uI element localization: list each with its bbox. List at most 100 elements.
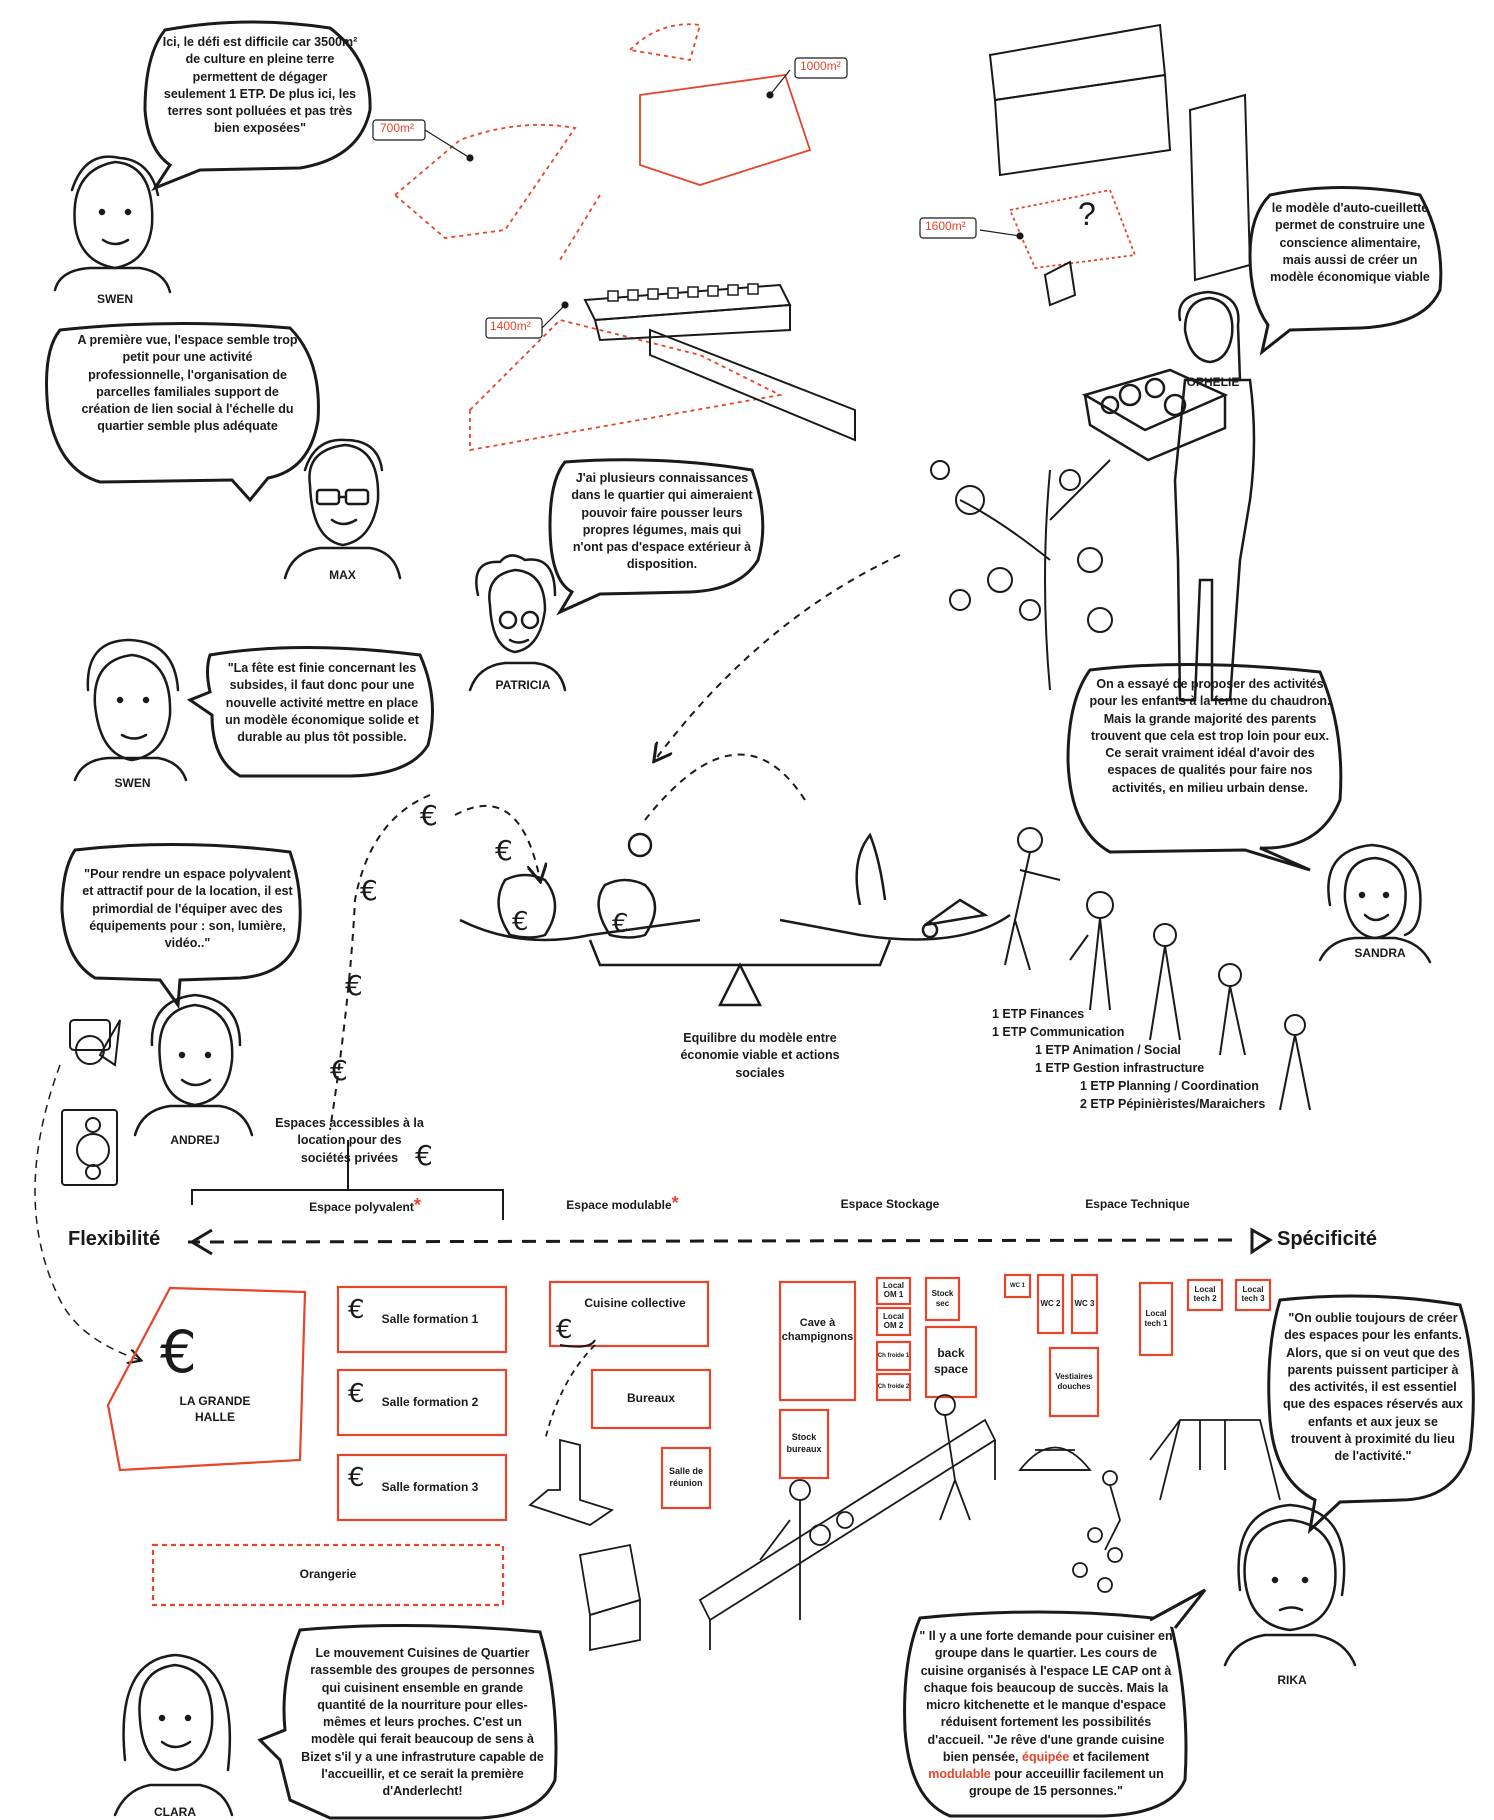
- room-local-tech-2: Local tech 2: [1193, 1285, 1217, 1303]
- name-max: MAX: [329, 568, 356, 582]
- ophelie-figure: [1081, 290, 1256, 702]
- axis-specificite: Spécificité: [1277, 1228, 1378, 1250]
- bubble-swen-1: [143, 20, 372, 192]
- axis-flexibilite: Flexibilité: [68, 1228, 161, 1250]
- plot-700: [393, 124, 577, 239]
- room-cave: Cave à champignons: [781, 1316, 854, 1343]
- category-stockage: Espace Stockage: [840, 1197, 940, 1211]
- svg-text:€: €: [345, 969, 363, 1002]
- plot-1600: [1008, 188, 1137, 269]
- bubble-sandra: [1066, 662, 1343, 872]
- name-swen-1: SWEN: [97, 292, 133, 306]
- name-andrej: ANDREJ: [170, 1133, 220, 1147]
- euro-symbols: € € € € € €: [330, 799, 513, 1172]
- room-ch-froide-2: Ch froide 2: [877, 1383, 910, 1390]
- room-local-tech-3: Local tech 3: [1241, 1285, 1265, 1303]
- room-back-space: back space: [933, 1346, 969, 1376]
- clara-avatar: [113, 1653, 234, 1817]
- room-stock-bureaux: Stock bureaux: [786, 1432, 822, 1454]
- bubble-rika: [1267, 1294, 1475, 1535]
- svg-text:€: €: [160, 1318, 197, 1386]
- bubble-swen-2: [186, 646, 434, 778]
- name-rika: RIKA: [1277, 1673, 1307, 1687]
- category-polyvalent: Espace polyvalent*: [309, 1195, 421, 1215]
- room-local-tech-1: Local tech 1: [1144, 1308, 1168, 1328]
- room-salle-3: Salle formation 3: [381, 1480, 479, 1495]
- rika-avatar: [1223, 1503, 1357, 1667]
- etp-item-1: 1 ETP Finances: [992, 1007, 1085, 1021]
- swen-2-avatar: [73, 638, 188, 782]
- svg-text:€: €: [348, 1295, 365, 1325]
- name-ophelie: OPHELIE: [1186, 375, 1240, 389]
- room-salle-2: Salle formation 2: [381, 1395, 479, 1410]
- room-local-om2: Local OM 2: [883, 1311, 904, 1330]
- svg-text:€: €: [612, 909, 629, 939]
- balance-caption: Equilibre du modèle entre économie viabl…: [680, 1031, 840, 1080]
- max-avatar: [283, 438, 402, 580]
- etp-item-3: 1 ETP Animation / Social: [1035, 1043, 1181, 1057]
- bubble-patricia: [548, 458, 765, 616]
- name-patricia: PATRICIA: [495, 678, 551, 692]
- room-wc-3: WC 3: [1074, 1298, 1095, 1308]
- bubble-clara: [257, 1623, 558, 1820]
- room-salle-1: Salle formation 1: [381, 1312, 479, 1327]
- bubble-rika-text: "On oublie toujours de créer des espaces…: [1283, 1311, 1463, 1463]
- plot-tag-1000: 1000m²: [800, 59, 841, 73]
- room-vestiaires: Vestiaires douches: [1055, 1371, 1093, 1391]
- room-grande-halle: LA GRANDE HALLE: [179, 1394, 251, 1424]
- etp-item-2: 1 ETP Communication: [992, 1025, 1125, 1039]
- svg-text:€: €: [556, 1315, 573, 1345]
- room-bureaux: Bureaux: [626, 1391, 676, 1406]
- svg-text:€: €: [420, 799, 438, 832]
- svg-text:?: ?: [1078, 196, 1096, 232]
- sandra-avatar: [1318, 843, 1432, 964]
- etp-item-5: 1 ETP Planning / Coordination: [1080, 1079, 1259, 1093]
- room-orangerie: Orangerie: [299, 1567, 357, 1582]
- category-technique: Espace Technique: [1085, 1197, 1190, 1211]
- bubble-sandra-text: On a essayé de proposer des activités po…: [1089, 677, 1331, 795]
- location-label: Espaces accessibles à la location pour d…: [275, 1116, 424, 1165]
- bubble-max-text: A première vue, l'espace semble trop pet…: [77, 333, 298, 434]
- room-wc-1: WC 1: [1010, 1282, 1025, 1289]
- bubble-cook: [903, 1610, 1188, 1818]
- room-cuisine: Cuisine collective: [584, 1296, 686, 1311]
- bubble-ophelie-text: le modèle d'auto-cueillette permet de co…: [1270, 201, 1430, 284]
- room-reunion: Salle de réunion: [668, 1466, 704, 1488]
- bubble-clara-text: Le mouvement Cuisines de Quartier rassem…: [301, 1646, 544, 1798]
- svg-text:€: €: [330, 1054, 348, 1087]
- swen-1-avatar: [53, 155, 172, 294]
- etp-item-4: 1 ETP Gestion infrastructure: [1035, 1061, 1205, 1075]
- patricia-avatar: [468, 554, 567, 692]
- bubble-swen-2-text: "La fête est finie concernant les subsid…: [225, 661, 419, 744]
- svg-text:€: €: [348, 1463, 365, 1493]
- bubble-max: [45, 321, 320, 503]
- grande-halle-outline: [106, 1286, 307, 1472]
- svg-text:€: €: [495, 834, 513, 867]
- bubble-cook-text: " Il y a une forte demande pour cuisiner…: [919, 1629, 1173, 1799]
- svg-text:€: €: [415, 1139, 433, 1172]
- room-ch-froide-1: Ch froide 1: [877, 1352, 910, 1359]
- andrej-avatar: [133, 993, 254, 1137]
- svg-text:€: €: [512, 907, 529, 937]
- plot-tag-1600: 1600m²: [925, 219, 966, 233]
- name-sandra: SANDRA: [1354, 946, 1406, 960]
- kitchen-sketch: [528, 1344, 1281, 1652]
- svg-text:€: €: [360, 874, 378, 907]
- name-clara: CLARA: [154, 1805, 196, 1819]
- bubble-swen-1-text: Ici, le défi est difficile car 3500m² de…: [162, 35, 358, 136]
- plot-tag-700: 700m²: [380, 121, 415, 135]
- category-modulable: Espace modulable*: [566, 1193, 679, 1213]
- bubble-andrej-text: "Pour rendre un espace polyvalent et att…: [82, 867, 293, 950]
- plot-tag-1400: 1400m²: [490, 319, 531, 333]
- name-swen-2: SWEN: [114, 776, 151, 790]
- bubble-patricia-text: J'ai plusieurs connaissances dans le qua…: [571, 471, 753, 572]
- bubble-andrej: [60, 842, 302, 1010]
- plot-1000: [639, 74, 812, 186]
- svg-text:€: €: [348, 1379, 365, 1409]
- plot-1400: [469, 319, 783, 452]
- room-wc-2: WC 2: [1040, 1298, 1061, 1308]
- balance-scale: [459, 832, 1011, 1007]
- etp-item-6: 2 ETP Pépinièristes/Maraichers: [1080, 1097, 1266, 1111]
- flexibility-axis: [188, 1227, 1273, 1256]
